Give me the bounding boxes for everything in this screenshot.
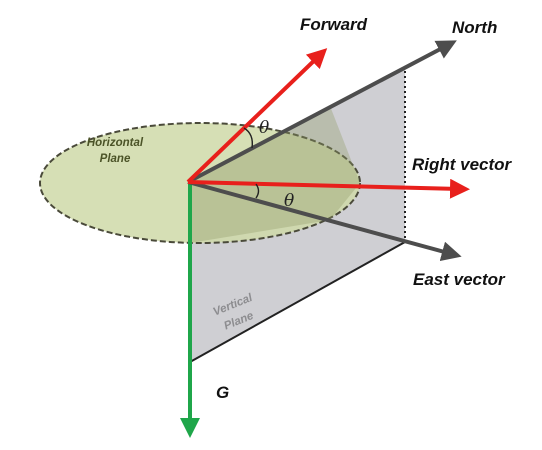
right-vector-arrow	[187, 178, 470, 199]
theta-label-bottom: θ	[284, 191, 294, 211]
angle-arc-bottom	[255, 183, 260, 199]
east-vector-label: East vector	[413, 270, 506, 289]
forward-arrow	[186, 48, 328, 184]
right-vector-label: Right vector	[412, 155, 513, 174]
angle-arc-top	[243, 127, 254, 149]
north-label: North	[452, 18, 497, 37]
plane-overlap	[188, 106, 360, 243]
theta-label-top: θ	[259, 118, 269, 138]
horizontal-plane-label-line2: Plane	[100, 153, 131, 165]
north-arrow	[187, 40, 457, 184]
forward-label: Forward	[300, 15, 368, 34]
east-vector-arrow	[187, 180, 462, 262]
horizontal-plane-label-line1: Horizontal	[87, 137, 144, 149]
gravity-label: G	[216, 383, 229, 402]
vertical-plane-bottom-edge	[189, 241, 406, 363]
